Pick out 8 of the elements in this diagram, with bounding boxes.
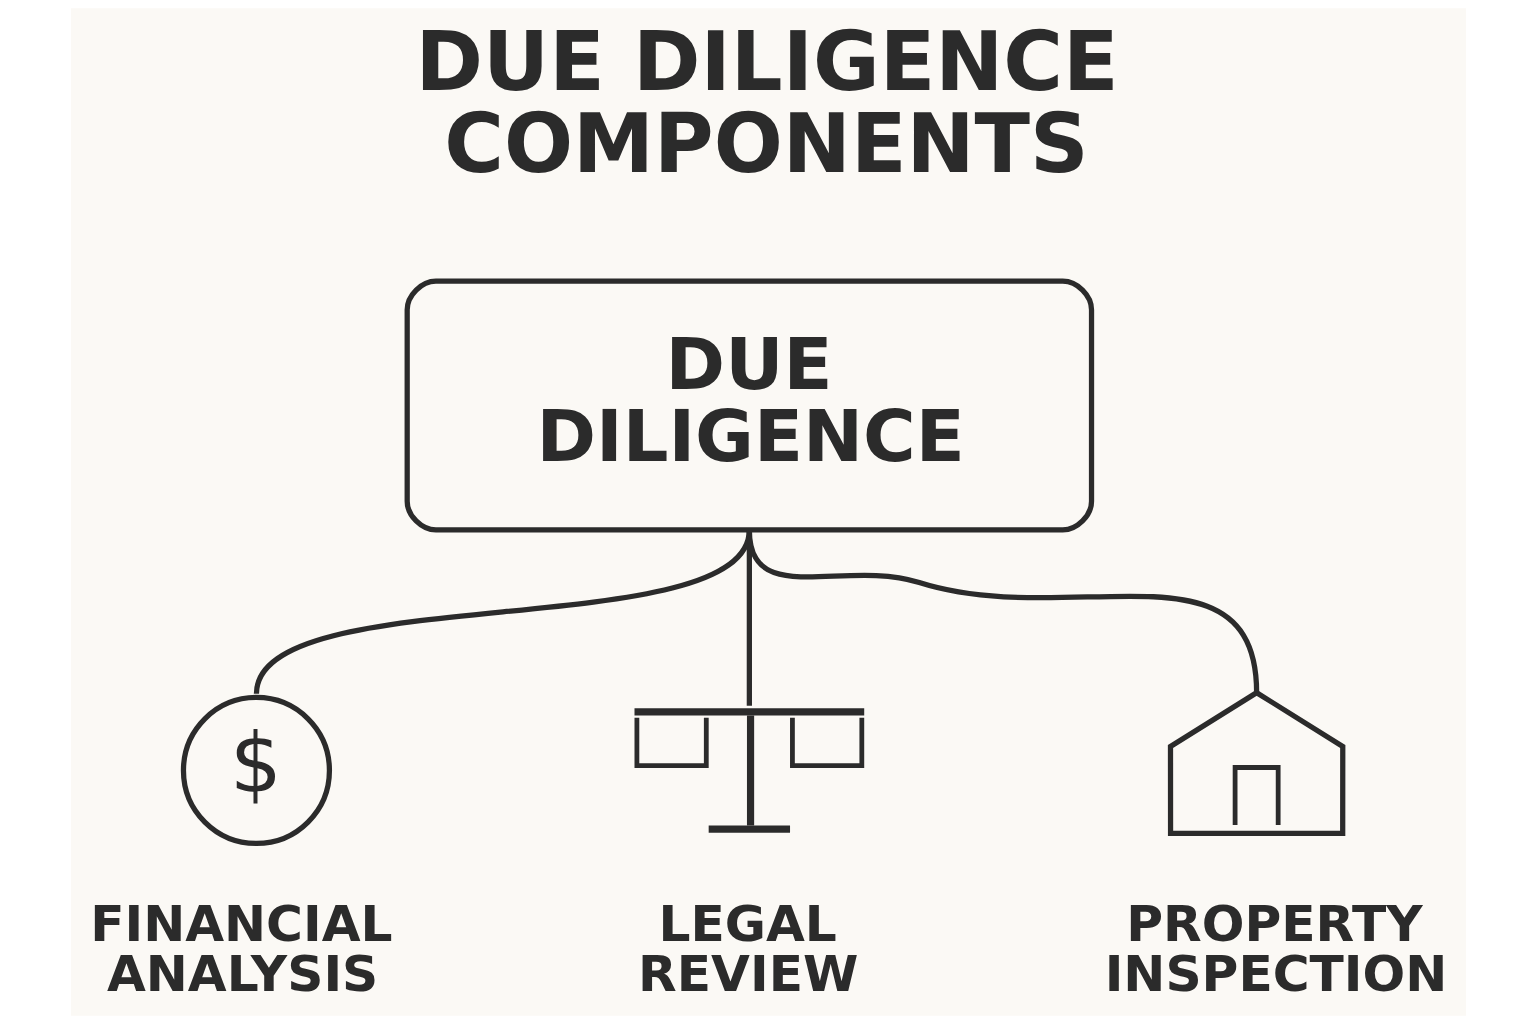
node-label: FINANCIAL ANALYSIS	[89, 894, 393, 1004]
node-label: PROPERTY INSPECTION	[1104, 894, 1447, 1004]
node-box: DUE DILIGENCE	[404, 278, 1094, 533]
connector	[746, 529, 1259, 693]
node-picture	[1167, 689, 1345, 836]
node-label: LEGAL REVIEW	[637, 894, 858, 1004]
diagram-title: DUE DILIGENCE COMPONENTS	[415, 14, 1119, 191]
node-circle: $	[180, 694, 332, 847]
